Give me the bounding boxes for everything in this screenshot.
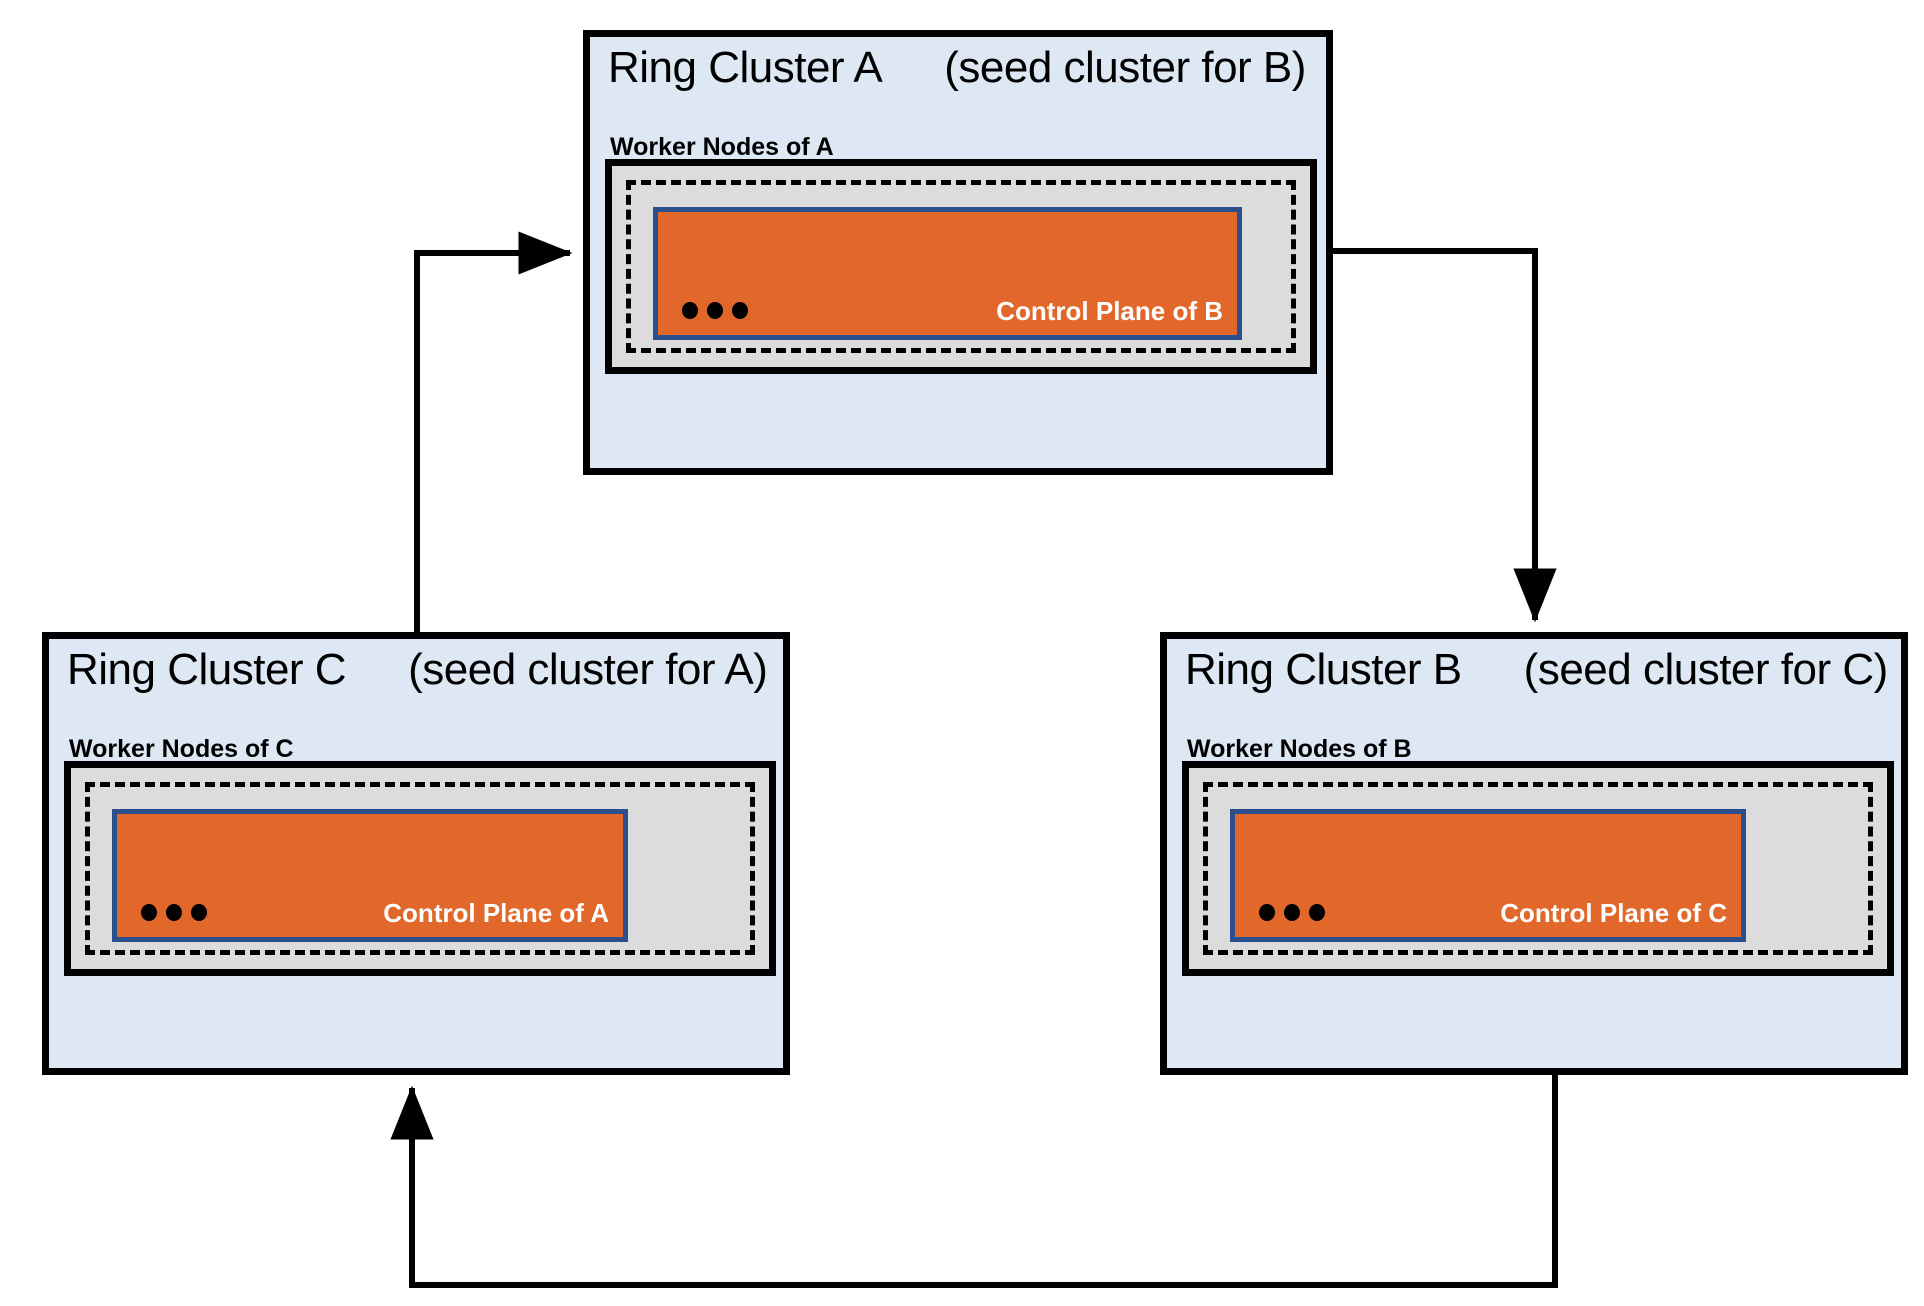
cluster-b-title-subtitle: (seed cluster for C) bbox=[1523, 645, 1889, 694]
cluster-c-control-plane[interactable]: Control Plane of A bbox=[112, 809, 628, 942]
cluster-c-title: Ring Cluster C (seed cluster for A) bbox=[67, 645, 768, 695]
cluster-c-ellipsis bbox=[141, 904, 207, 921]
dot-3 bbox=[732, 302, 748, 319]
cluster-b-worker-dashed-boundary bbox=[1203, 782, 1873, 955]
cluster-a-title: Ring Cluster A (seed cluster for B) bbox=[608, 43, 1306, 93]
cluster-c-control-plane-label: Control Plane of A bbox=[383, 898, 609, 928]
cluster-c-worker-nodes[interactable]: Control Plane of A bbox=[64, 761, 776, 976]
cluster-a-title-subtitle: (seed cluster for B) bbox=[944, 43, 1306, 92]
cluster-a-title-main: Ring Cluster A bbox=[608, 43, 883, 92]
cluster-a-ellipsis bbox=[682, 302, 748, 319]
cluster-b-title: Ring Cluster B (seed cluster for C) bbox=[1185, 645, 1888, 695]
dot-3 bbox=[191, 904, 207, 921]
cluster-b-title-main: Ring Cluster B bbox=[1185, 645, 1462, 694]
cluster-b-control-plane-label: Control Plane of C bbox=[1500, 898, 1727, 928]
dot-2 bbox=[166, 904, 182, 921]
cluster-b-ellipsis bbox=[1259, 904, 1325, 921]
cluster-b-worker-nodes[interactable]: Control Plane of C bbox=[1182, 761, 1894, 976]
cluster-a-worker-nodes[interactable]: Control Plane of B bbox=[605, 159, 1317, 374]
cluster-c-worker-label: Worker Nodes of C bbox=[69, 735, 294, 763]
dot-1 bbox=[1259, 904, 1275, 921]
cluster-c[interactable]: Ring Cluster C (seed cluster for A) Worke… bbox=[42, 632, 790, 1075]
dot-3 bbox=[1309, 904, 1325, 921]
dot-2 bbox=[1284, 904, 1300, 921]
cluster-b-worker-label: Worker Nodes of B bbox=[1187, 735, 1412, 763]
dot-1 bbox=[682, 302, 698, 319]
cluster-c-title-main: Ring Cluster C bbox=[67, 645, 347, 694]
cluster-a-worker-dashed-boundary bbox=[626, 180, 1296, 353]
cluster-a-worker-label: Worker Nodes of A bbox=[610, 133, 834, 161]
arrow-a-to-b bbox=[1333, 248, 1557, 623]
cluster-a-control-plane[interactable]: Control Plane of B bbox=[653, 207, 1242, 340]
arrow-b-to-c bbox=[390, 1075, 1558, 1288]
cluster-a-control-plane-label: Control Plane of B bbox=[996, 296, 1223, 326]
dot-1 bbox=[141, 904, 157, 921]
cluster-b[interactable]: Ring Cluster B (seed cluster for C) Worke… bbox=[1160, 632, 1908, 1075]
cluster-a[interactable]: Ring Cluster A (seed cluster for B) Worke… bbox=[583, 30, 1333, 475]
cluster-c-title-subtitle: (seed cluster for A) bbox=[408, 645, 768, 694]
cluster-c-worker-dashed-boundary bbox=[85, 782, 755, 955]
dot-2 bbox=[707, 302, 723, 319]
cluster-b-control-plane[interactable]: Control Plane of C bbox=[1230, 809, 1746, 942]
arrow-c-to-a bbox=[414, 231, 573, 632]
